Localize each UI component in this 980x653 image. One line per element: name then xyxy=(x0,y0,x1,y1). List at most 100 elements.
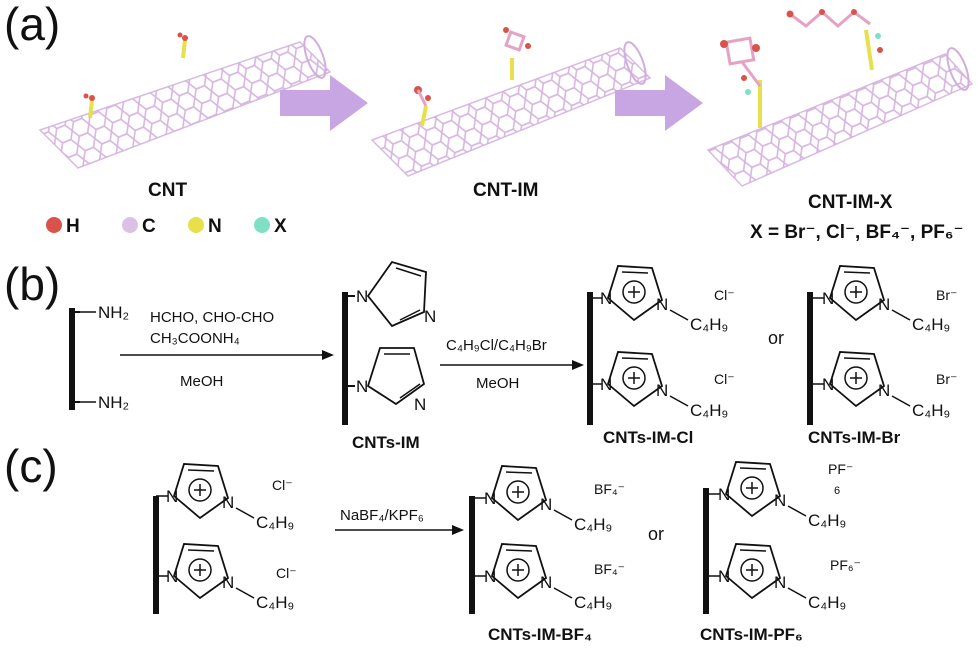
anion-group-left xyxy=(720,36,762,128)
x-definition: X = Br⁻, Cl⁻, BF₄⁻, PF₆⁻ xyxy=(750,222,964,243)
plus-charge-icon xyxy=(506,558,530,582)
anion-bf4-top: BF₄⁻ xyxy=(594,481,625,497)
plus-charge-icon xyxy=(844,366,868,390)
n-label: N xyxy=(822,375,834,394)
legend-dot xyxy=(188,217,204,233)
n-label-im-bot-1: N xyxy=(356,377,368,396)
reaction-arrowhead-b2 xyxy=(572,360,584,370)
n-label-im-bot-2: N xyxy=(414,395,426,414)
imidazolium-ring xyxy=(606,351,664,408)
legend-item-n: N xyxy=(188,216,222,237)
name-cnts-im-br: CNTs-IM-Br xyxy=(808,428,901,447)
solvent-1: MeOH xyxy=(180,373,223,390)
name-cnts-im-cl: CNTs-IM-Cl xyxy=(603,428,693,447)
butyl-chain-label: C₄H₉ xyxy=(808,593,846,612)
legend-label: C xyxy=(142,216,156,237)
legend-label: N xyxy=(208,216,222,237)
n-label: N xyxy=(774,491,786,510)
n-label: N xyxy=(774,573,786,592)
legend-label: H xyxy=(66,216,80,237)
n-label: N xyxy=(222,573,234,592)
plus-charge-icon xyxy=(188,478,212,502)
panel-label-a: (a) xyxy=(4,0,60,50)
imidazolium-pf6-top: N N C₄H₉ xyxy=(708,461,846,530)
cnt-im-tube xyxy=(370,27,652,177)
n-label: N xyxy=(540,495,552,514)
plus-charge-icon xyxy=(188,558,212,582)
reagents-1: HCHO, CHO-CHO xyxy=(150,309,274,326)
reaction-arrowhead-b1 xyxy=(322,350,334,360)
anion-cl-bottom: Cl⁻ xyxy=(714,371,735,387)
imidazolium-bf4-top: N N C₄H₉ xyxy=(474,465,612,534)
butyl-chain-label: C₄H₉ xyxy=(690,315,728,334)
n-label: N xyxy=(718,485,730,504)
anion-bf4-bottom: BF₄⁻ xyxy=(594,561,625,577)
n-label: N xyxy=(484,567,496,586)
imidazolium-cl-top: N N C₄H₉ xyxy=(590,265,728,334)
imidazolium-ring xyxy=(490,465,548,522)
or-b: or xyxy=(768,328,784,348)
plus-charge-icon xyxy=(844,280,868,304)
panel-label-c: (c) xyxy=(4,440,58,492)
n-label: N xyxy=(222,493,234,512)
n-label-im-top-1: N xyxy=(356,287,368,306)
reagents-2: CH₃COONH₄ xyxy=(150,330,240,347)
butyl-chain-label: C₄H₉ xyxy=(912,315,950,334)
label-cnt-im-x: CNT-IM-X xyxy=(808,192,893,213)
imidazolium-ring xyxy=(828,265,886,322)
plus-charge-icon xyxy=(622,280,646,304)
functional-group-stick xyxy=(83,93,95,119)
legend-item-x: X xyxy=(254,216,287,237)
imidazolium-ring xyxy=(606,265,664,322)
butyl-chain-label: C₄H₉ xyxy=(690,401,728,420)
legend-item-c: C xyxy=(122,216,156,237)
cnts-im-structure xyxy=(342,260,427,425)
anion-br-top: Br⁻ xyxy=(936,287,957,303)
name-cnts-im-pf6: CNTs-IM-PF₆ xyxy=(700,625,803,644)
n-label: N xyxy=(822,289,834,308)
n-label: N xyxy=(484,489,496,508)
n-label-im-top-2: N xyxy=(424,307,436,326)
n-label: N xyxy=(656,295,668,314)
imidazolium-ring xyxy=(724,461,782,518)
process-arrow-2 xyxy=(615,75,703,131)
imidazole-group xyxy=(414,86,431,127)
butyl-chain-label: C₄H₉ xyxy=(574,515,612,534)
anion-c-cl-top: Cl⁻ xyxy=(272,477,293,493)
anion-group-right xyxy=(786,9,883,71)
butyl-chain-label: C₄H₉ xyxy=(808,511,846,530)
legend-dot xyxy=(254,217,270,233)
solvent-2: MeOH xyxy=(476,375,519,392)
panel-label-b: (b) xyxy=(4,258,60,310)
nh2-top: NH₂ xyxy=(98,303,129,322)
butyl-chain-label: C₄H₉ xyxy=(256,593,294,612)
legend-label: X xyxy=(274,216,287,237)
name-cnts-im-bf4: CNTs-IM-BF₄ xyxy=(488,625,592,644)
butyl-chain-label: C₄H₉ xyxy=(256,513,294,532)
imidazole-group xyxy=(503,27,531,80)
legend-item-h: H xyxy=(46,216,80,237)
reagent-c: NaBF₄/KPF₆ xyxy=(340,507,424,524)
cnt-nh2-start xyxy=(69,308,96,410)
label-cnt: CNT xyxy=(148,180,187,201)
n-label: N xyxy=(600,289,612,308)
anion-pf-top: PF⁻ xyxy=(828,461,853,477)
imidazolium-ring xyxy=(172,463,230,520)
name-cnts-im: CNTs-IM xyxy=(352,433,420,452)
plus-charge-icon xyxy=(506,480,530,504)
anion-cl-top: Cl⁻ xyxy=(714,287,735,303)
reagent-3: C₄H₉Cl/C₄H₉Br xyxy=(446,337,547,354)
imidazolium-ring xyxy=(490,543,548,600)
cnt-tube xyxy=(38,32,332,169)
plus-charge-icon xyxy=(740,558,764,582)
butyl-chain-label: C₄H₉ xyxy=(574,593,612,612)
cnt-im-x-tube xyxy=(706,9,974,187)
